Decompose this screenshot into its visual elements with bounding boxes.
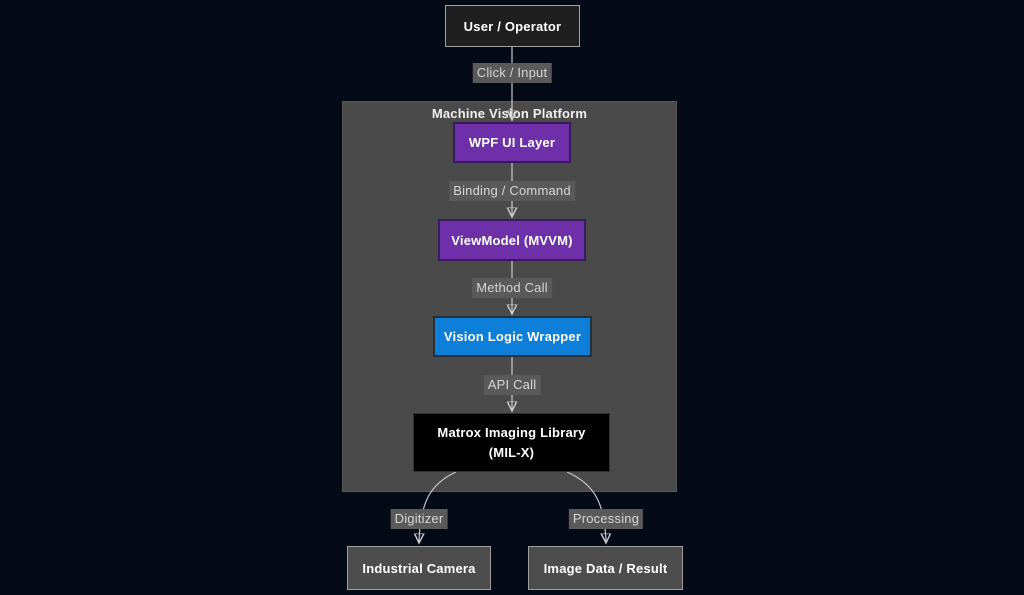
node-mil-label-line2: (MIL-X): [488, 444, 535, 460]
node-viewmodel-mvvm: ViewModel (MVVM): [438, 219, 586, 261]
node-user-operator: User / Operator: [445, 5, 580, 47]
edge-label-digitizer: Digitizer: [390, 509, 448, 529]
node-image-data-result: Image Data / Result: [528, 546, 683, 590]
node-wpf-ui-layer: WPF UI Layer: [453, 122, 571, 163]
edge-label-method-call: Method Call: [472, 278, 552, 298]
edge-label-api-call: API Call: [483, 375, 541, 395]
node-matrox-imaging-library: Matrox Imaging Library (MIL-X): [413, 413, 610, 472]
cluster-title: Machine Vision Platform: [431, 106, 588, 121]
edge-label-processing: Processing: [568, 509, 644, 529]
node-user-operator-label: User / Operator: [463, 18, 562, 34]
node-wpf-ui-layer-label: WPF UI Layer: [468, 135, 556, 150]
node-mil-label-line1: Matrox Imaging Library: [437, 424, 586, 440]
node-image-data-result-label: Image Data / Result: [543, 560, 668, 576]
node-viewmodel-mvvm-label: ViewModel (MVVM): [451, 232, 573, 248]
node-vision-logic-wrapper-label: Vision Logic Wrapper: [443, 329, 582, 344]
edge-label-binding-command: Binding / Command: [449, 181, 575, 201]
edge-label-click-input: Click / Input: [472, 63, 552, 83]
node-industrial-camera: Industrial Camera: [347, 546, 491, 590]
node-industrial-camera-label: Industrial Camera: [362, 560, 476, 576]
node-vision-logic-wrapper: Vision Logic Wrapper: [433, 316, 592, 357]
